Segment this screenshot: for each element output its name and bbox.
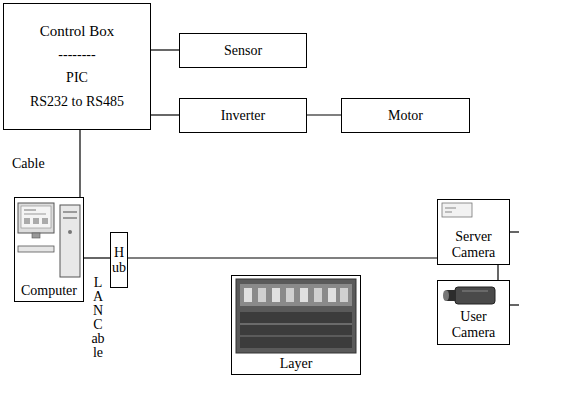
monitor-stand [32, 233, 40, 238]
layer-part [314, 288, 322, 302]
layer-rail [240, 324, 352, 325]
layer-photo [236, 279, 356, 353]
screen-detail [33, 218, 39, 224]
computer-tower [60, 205, 80, 277]
user-camera-illustration [443, 287, 495, 304]
keyboard [18, 246, 54, 252]
stub-wire [510, 304, 519, 305]
screen-detail [24, 214, 46, 215]
user-camera-box: User Camera [437, 280, 510, 345]
node-text: Computer [17, 283, 81, 299]
drive-slot [63, 217, 77, 218]
server-camera-box: Server Camera [437, 199, 510, 265]
drive-slot [63, 211, 77, 212]
connector-line [497, 265, 498, 280]
connector-line [84, 257, 110, 258]
screen-detail [24, 218, 30, 224]
sensor-box: Sensor [179, 33, 307, 68]
layer-part [300, 288, 308, 302]
cable-label: Cable [12, 156, 45, 172]
connector-line [151, 114, 179, 115]
hub-box: Hub [110, 232, 128, 288]
monitor-screen [21, 206, 51, 228]
layer-illustration [236, 279, 356, 353]
node-text: Sensor [184, 43, 302, 59]
node-text: Inverter [184, 108, 302, 124]
screen-detail [42, 218, 48, 224]
inverter-box: Inverter [179, 98, 307, 133]
layer-part [272, 288, 280, 302]
connector-line [128, 257, 437, 258]
layer-part [328, 288, 336, 302]
layer-box: Layer [231, 275, 361, 375]
layer-rail [240, 336, 352, 337]
node-text: Control Box [8, 23, 146, 39]
computer-illustration [18, 203, 80, 277]
node-text: -------- [8, 47, 146, 63]
computer-box: Computer [14, 197, 84, 302]
monitor-body [18, 203, 54, 233]
server-unit [442, 203, 472, 217]
node-text: Layer [234, 356, 358, 372]
node-text: User Camera [440, 309, 507, 341]
layer-part [244, 288, 252, 302]
server-detail [445, 208, 456, 209]
layer-base [240, 312, 352, 348]
motor-box: Motor [341, 98, 470, 133]
camera-lens-glass [443, 290, 449, 301]
node-text: Hub [112, 245, 126, 276]
camera-body [455, 287, 495, 304]
control-box: Control Box -------- PIC RS232 to RS485 [3, 3, 151, 130]
server-detail [445, 212, 452, 213]
connector-line [79, 130, 80, 197]
camera-detail [462, 291, 488, 292]
layer-part [340, 288, 348, 302]
connector-line [151, 49, 179, 50]
server-camera-illustration [442, 203, 472, 217]
power-button [68, 230, 72, 234]
node-text: Server Camera [440, 229, 507, 261]
lan-cable-label: LAN Cable [91, 276, 105, 360]
screen-detail [24, 210, 36, 211]
node-text: Motor [346, 108, 465, 124]
layer-part [258, 288, 266, 302]
layer-part [286, 288, 294, 302]
node-text: PIC [8, 70, 146, 86]
connector-line [307, 114, 341, 115]
stub-wire [510, 231, 519, 232]
layer-frame [240, 284, 352, 306]
node-text: RS232 to RS485 [8, 94, 146, 110]
